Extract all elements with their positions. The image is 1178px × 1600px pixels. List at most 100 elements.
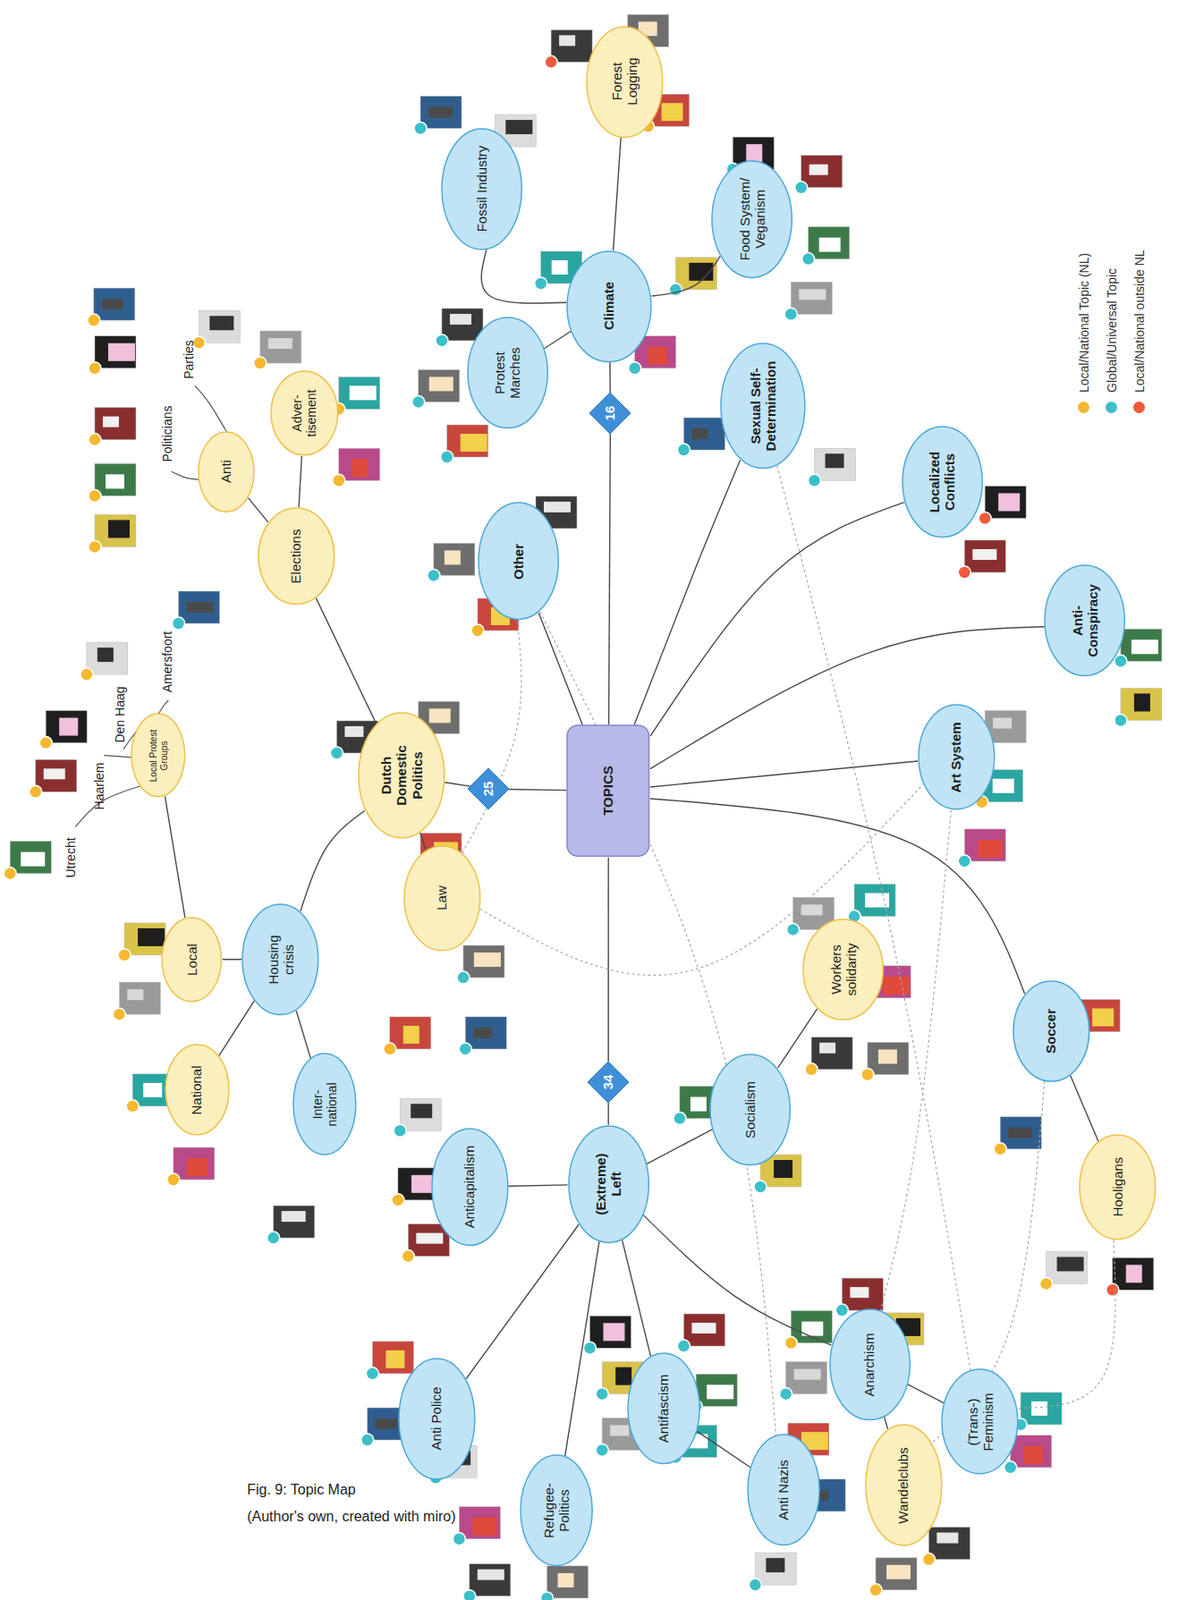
source-note: (Author's own, created with miro) [246, 1508, 456, 1526]
connector [650, 761, 918, 788]
sticker-photo [260, 330, 302, 364]
sticker-thumbnail [254, 330, 302, 370]
sticker-thumbnail [1106, 1257, 1154, 1297]
topic-ellipse: Housing crisis [241, 903, 320, 1017]
topic-ellipse: Localized Conflicts [901, 425, 984, 539]
topic-label: Anarchism [862, 1322, 878, 1407]
topic-ellipse: (Trans-) Feminism [940, 1368, 1019, 1475]
dotted-link [540, 611, 777, 1436]
sticker-photo [94, 407, 136, 441]
ellipse-shape [711, 161, 792, 278]
sticker-photo [465, 1016, 507, 1050]
ellipse-shape [520, 1455, 593, 1567]
sticker-thumbnail [677, 417, 725, 457]
sticker-photo [841, 1278, 883, 1311]
sticker-motif [551, 260, 568, 275]
sticker-motif [691, 428, 708, 440]
ellipse-shape [918, 704, 995, 810]
sticker-thumbnail [414, 96, 462, 136]
sticker-photo [1120, 628, 1162, 662]
sticker-photo [273, 1205, 315, 1238]
sticker-thumbnail [401, 1224, 450, 1263]
connector [650, 502, 905, 738]
topic-label: Local [184, 927, 200, 992]
sticker-photo [469, 1564, 511, 1597]
sticker-motif [1134, 693, 1151, 712]
sticker-motif [428, 107, 453, 119]
sticker-photo [420, 96, 462, 129]
topic-ellipse: Soccer [1012, 980, 1091, 1083]
sticker-photo [35, 759, 77, 792]
sticker-motif [186, 601, 214, 613]
branch-label: Politicians [161, 406, 176, 463]
sticker-motif [819, 237, 841, 253]
sticker-motif [559, 34, 576, 46]
topic-label: Sexual Self- Determination [746, 359, 779, 454]
topic-label: Local Protest Groups [147, 725, 169, 787]
sticker-photo [94, 514, 136, 547]
topic-label: Anti Police [429, 1373, 445, 1465]
sticker-motif [878, 1049, 898, 1064]
category-dot [869, 1584, 882, 1597]
sticker-thumbnail [957, 829, 1006, 868]
sticker-thumbnail [795, 155, 843, 195]
sticker-motif [615, 1367, 632, 1386]
topic-ellipse: Other [477, 501, 560, 620]
sticker-thumbnail [748, 1552, 797, 1592]
sticker-motif [558, 1573, 575, 1588]
category-dot [669, 283, 682, 297]
category-dot [88, 540, 102, 553]
sticker-motif [505, 119, 533, 135]
ellipse-shape [865, 1424, 942, 1546]
connector [651, 255, 721, 297]
sticker-motif [1131, 639, 1159, 654]
sticker-thumbnail [957, 540, 1006, 579]
category-dot [1106, 1283, 1119, 1297]
sticker-photo [94, 336, 136, 369]
connector [538, 612, 583, 725]
connector [508, 1185, 568, 1187]
branch-label: Utrecht [64, 837, 78, 878]
category-dot [412, 395, 425, 408]
topic-label: Elections [288, 519, 304, 593]
sticker-photo [463, 945, 505, 978]
sticker-thumbnail [440, 424, 489, 464]
topic-ellipse: Anti- Conspiracy [1043, 564, 1126, 678]
category-dot [784, 307, 797, 321]
sticker-thumbnail [427, 542, 475, 582]
category-dot [118, 949, 131, 962]
sticker-photo [589, 1315, 631, 1348]
sticker-photo [338, 376, 381, 409]
sticker-motif [602, 1322, 625, 1341]
topic-label: Anti Nazis [776, 1449, 792, 1533]
leader-line [194, 385, 227, 432]
figure-caption: Fig. 9: Topic Map [246, 1482, 356, 1499]
category-dot [393, 1124, 407, 1137]
topic-ellipse: Local Protest Groups [130, 712, 187, 798]
sticker-thumbnail [861, 1042, 909, 1081]
sticker-photo [811, 1037, 853, 1070]
category-dot [808, 474, 822, 487]
ellipse-shape [441, 128, 522, 250]
topic-label: Protest Marches [491, 330, 524, 415]
category-dot [1040, 1277, 1053, 1290]
topic-label: Housing crisis [265, 917, 297, 1001]
sticker-photo [418, 369, 460, 402]
topic-ellipse: Sexual Self- Determination [720, 342, 806, 470]
sticker-photo [118, 982, 161, 1015]
sticker-thumbnail [332, 376, 381, 416]
category-dot [673, 1112, 687, 1126]
sticker-motif [429, 708, 451, 723]
topic-label: Dutch Domestic Politics [378, 731, 425, 820]
sticker-photo [338, 448, 381, 481]
sticker-motif [849, 1287, 869, 1298]
dotted-link [777, 466, 971, 1371]
sticker-motif [610, 1424, 629, 1436]
sticker-photo [875, 1558, 917, 1591]
sticker-thumbnail [779, 1362, 828, 1401]
topic-ellipse: Law [403, 845, 482, 952]
category-dot [471, 624, 484, 637]
sticker-thumbnail [267, 1205, 315, 1245]
legend-text: Local/National outside NL [1132, 250, 1147, 394]
sticker-photo [867, 1042, 909, 1075]
